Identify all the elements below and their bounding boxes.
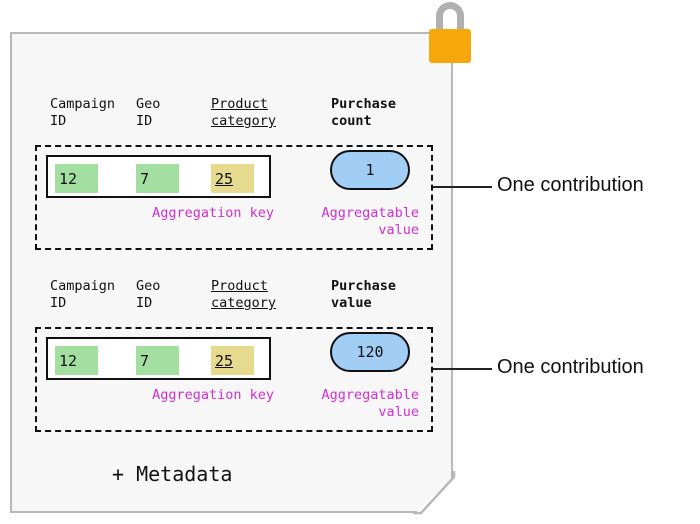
- aggregation-key-box-2: 12 7 25: [46, 337, 271, 380]
- column-header-geo-id-2: Geo ID: [136, 278, 161, 311]
- encrypted-report-sheet: [10, 32, 453, 513]
- contribution-block-2: Campaign ID Geo ID Product category Purc…: [35, 278, 433, 432]
- leader-line-2: [433, 368, 492, 370]
- side-label-one-contribution-2: One contribution: [497, 356, 644, 378]
- annotation-aggregatable-value-1: Aggregatable value: [321, 205, 419, 238]
- metadata-label: + Metadata: [112, 462, 233, 486]
- column-header-purchase-count: Purchase count: [331, 96, 397, 129]
- aggregation-key-box-1: 12 7 25: [46, 155, 271, 198]
- column-header-geo-id: Geo ID: [136, 96, 161, 129]
- padlock-shackle-icon: [436, 2, 464, 38]
- column-headers-1: Campaign ID Geo ID Product category Purc…: [35, 96, 433, 142]
- column-header-campaign-id: Campaign ID: [50, 96, 116, 129]
- column-header-purchase-value: Purchase value: [331, 278, 397, 311]
- column-header-product-category: Product category: [211, 96, 277, 129]
- annotation-aggregation-key-1: Aggregation key: [152, 205, 274, 221]
- leader-line-1: [433, 186, 492, 188]
- side-label-one-contribution-1: One contribution: [497, 174, 644, 196]
- key-cell-campaign-id: 12: [55, 164, 98, 193]
- annotation-aggregation-key-2: Aggregation key: [152, 387, 274, 403]
- annotation-aggregatable-value-2: Aggregatable value: [321, 387, 419, 420]
- key-cell-geo-id-2: 7: [136, 346, 179, 375]
- contribution-boundary-1: 12 7 25 1 Aggregation key Aggregatable v…: [35, 145, 433, 250]
- contribution-block-1: Campaign ID Geo ID Product category Purc…: [35, 96, 433, 250]
- aggregatable-value-pill-1: 1: [330, 150, 410, 190]
- key-cell-product-category-value-2: 25: [215, 351, 234, 370]
- column-header-product-category-2: Product category: [211, 278, 277, 311]
- padlock-body-icon: [429, 29, 471, 63]
- column-header-campaign-id-2: Campaign ID: [50, 278, 116, 311]
- key-cell-campaign-id-2: 12: [55, 346, 98, 375]
- key-cell-product-category: 25: [211, 164, 254, 193]
- column-headers-2: Campaign ID Geo ID Product category Purc…: [35, 278, 433, 324]
- key-cell-product-category-value: 25: [215, 169, 234, 188]
- padlock-icon: [427, 2, 473, 64]
- key-cell-geo-id: 7: [136, 164, 179, 193]
- key-cell-product-category-2: 25: [211, 346, 254, 375]
- contribution-boundary-2: 12 7 25 120 Aggregation key Aggregatable…: [35, 327, 433, 432]
- aggregatable-value-pill-2: 120: [330, 332, 410, 372]
